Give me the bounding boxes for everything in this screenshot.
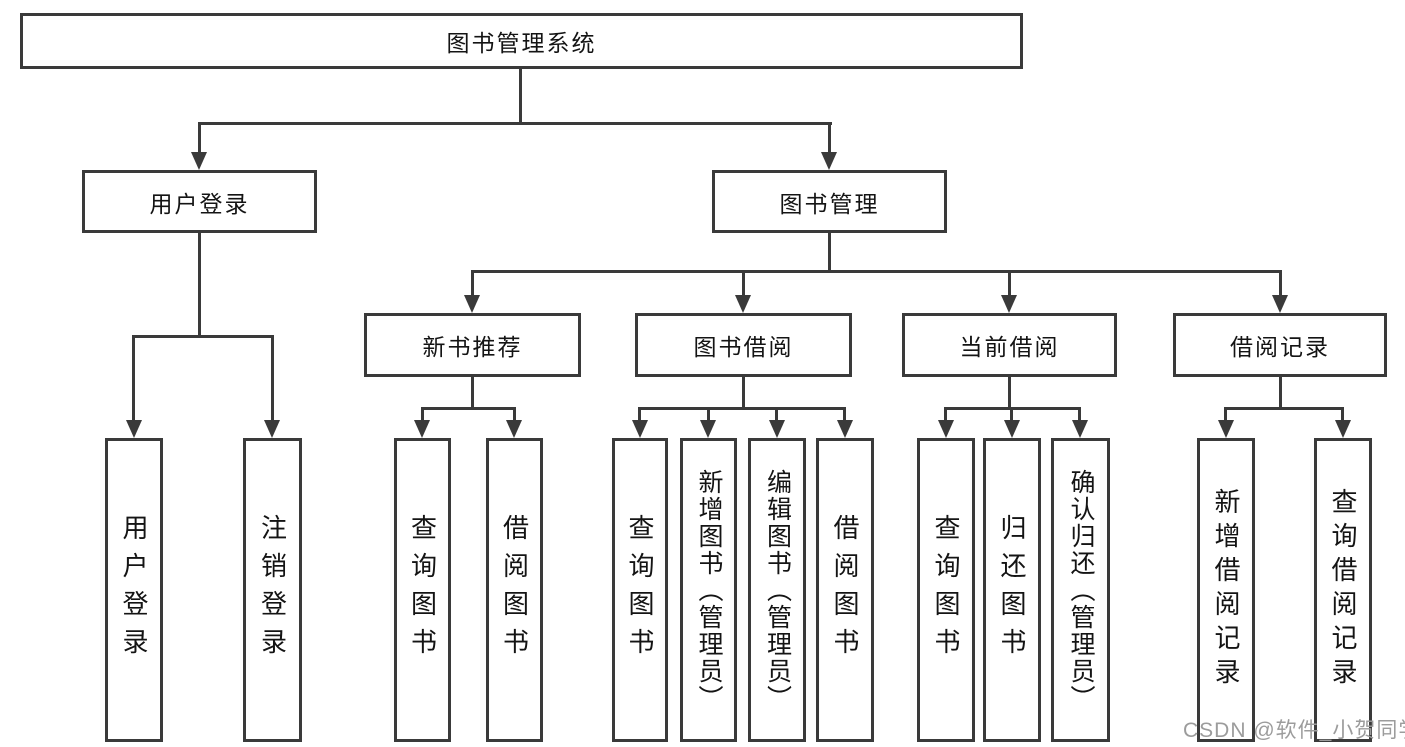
leaf-rec-query-books: 查询图书 [394,438,451,742]
leaf-cb-return-books: 归还图书 [983,438,1041,742]
leaf-br-query-record: 查询借阅记录 [1314,438,1372,742]
csdn-watermark: CSDN @软件_小贺同学 [1183,719,1405,742]
connector-bb-rail [638,407,846,410]
leaf-br-add-record: 新增借阅记录 [1197,438,1255,742]
node-borrowing-records: 借阅记录 [1173,313,1387,377]
connector-drop-cb-confirm [1078,407,1081,421]
connector-bb-stem [742,377,745,407]
node-current-borrowing: 当前借阅 [902,313,1117,377]
connector-drop-bb-query [638,407,641,421]
leaf-bb-query-books: 查询图书 [612,438,668,742]
arrowhead-book-mgmt [821,152,837,170]
leaf-cb-query-books: 查询图书 [917,438,975,742]
connector-book-mgmt-stem [828,233,831,270]
arrowhead-cb-confirm [1072,420,1088,438]
connector-cb-stem [1008,377,1011,407]
connector-l2-rail [198,122,832,125]
connector-br-rail [1224,407,1344,410]
arrowhead-bb-add [700,420,716,438]
arrowhead-br-add [1218,420,1234,438]
connector-drop-bb-add [707,407,710,421]
connector-drop-cb-query [944,407,947,421]
arrowhead-user-login [191,152,207,170]
connector-l2-drop-right [828,122,831,154]
connector-drop-br-query [1341,407,1344,421]
arrowhead-bb-borrow [837,420,853,438]
connector-l2-drop-left [198,122,201,154]
arrowhead-br-query [1335,420,1351,438]
connector-drop-book-borrow [742,270,745,296]
arrowhead-cb-return [1004,420,1020,438]
connector-drop-bb-borrow [843,407,846,421]
arrowhead-bb-edit [769,420,785,438]
arrowhead-new-book-rec [464,295,480,313]
connector-user-login-stem [198,233,201,335]
leaf-logout-login: 注销登录 [243,438,302,742]
node-book-management: 图书管理 [712,170,947,233]
connector-drop-current-borrow [1008,270,1011,296]
connector-drop-cb-return [1010,407,1013,421]
node-root: 图书管理系统 [20,13,1023,69]
connector-drop-bb-edit [775,407,778,421]
arrowhead-leaf-user-login [126,420,142,438]
connector-drop-leaf-logout [271,335,274,421]
leaf-bb-borrow-books: 借阅图书 [816,438,874,742]
connector-br-stem [1279,377,1282,407]
connector-drop-leaf-user-login [132,335,135,421]
node-user-login: 用户登录 [82,170,317,233]
connector-drop-borrow-records [1279,270,1282,296]
arrowhead-current-borrow [1001,295,1017,313]
connector-l3-rail [471,270,1281,273]
leaf-bb-edit-books-admin: 编辑图书（管理员） [748,438,806,742]
connector-user-login-rail [132,335,274,338]
arrowhead-book-borrow [735,295,751,313]
arrowhead-rec-borrow [506,420,522,438]
arrowhead-borrow-records [1272,295,1288,313]
connector-rec-stem [471,377,474,407]
arrowhead-leaf-logout [264,420,280,438]
node-book-borrowing: 图书借阅 [635,313,852,377]
connector-drop-rec-borrow [513,407,516,421]
connector-root-stem [519,69,522,122]
connector-drop-rec-query [421,407,424,421]
leaf-cb-confirm-return-admin: 确认归还（管理员） [1051,438,1110,742]
node-new-book-recommend: 新书推荐 [364,313,581,377]
arrowhead-bb-query [632,420,648,438]
leaf-bb-add-books-admin: 新增图书（管理员） [680,438,737,742]
connector-drop-new-book-rec [471,270,474,296]
arrowhead-rec-query [414,420,430,438]
connector-rec-rail [421,407,516,410]
leaf-user-login: 用户登录 [105,438,163,742]
leaf-rec-borrow-books: 借阅图书 [486,438,543,742]
arrowhead-cb-query [938,420,954,438]
connector-drop-br-add [1224,407,1227,421]
